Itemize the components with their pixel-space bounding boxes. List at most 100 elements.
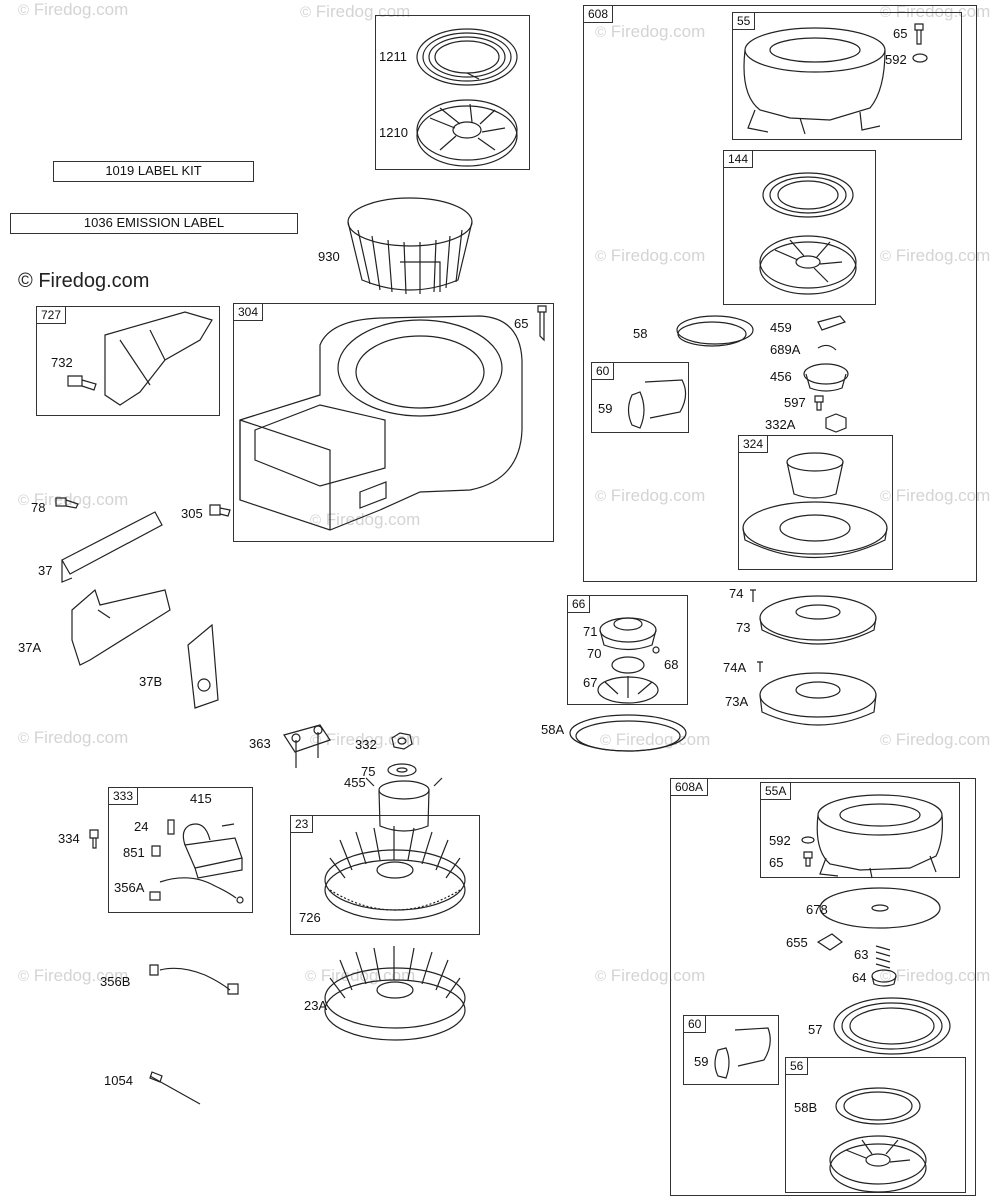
watermark: © Firedog.com: [600, 730, 711, 749]
part-label-415[interactable]: 415: [190, 791, 212, 806]
part-label-459[interactable]: 459: [770, 320, 792, 335]
part-label-592[interactable]: 592: [885, 52, 907, 67]
part-label-356A[interactable]: 356A: [114, 880, 145, 895]
disc-678-illustration: [820, 888, 940, 928]
rewind-spring-illustration: [417, 29, 517, 85]
group-box-55: 55: [732, 12, 962, 140]
part-label-58A[interactable]: 58A: [541, 722, 565, 737]
group-box-324: 324: [738, 435, 893, 570]
part-label-65-cover[interactable]: 65: [893, 26, 908, 41]
part-label-57[interactable]: 57: [808, 1022, 823, 1037]
baffle-37B-illustration: [188, 625, 218, 708]
part-label-456[interactable]: 456: [770, 369, 792, 384]
group-tag-304: 304: [233, 303, 264, 321]
washer-75-illustration: [388, 764, 416, 776]
blower-housing-illustration: [240, 316, 522, 530]
part-label-23A[interactable]: 23A: [304, 998, 328, 1013]
part-label-655[interactable]: 655: [786, 935, 808, 950]
part-label-592-lower[interactable]: 592: [769, 833, 791, 848]
group-box-55A: 55A: [760, 782, 960, 878]
watermark: © Firedog.com: [880, 246, 991, 265]
part-label-363[interactable]: 363: [249, 736, 271, 751]
part-label-74[interactable]: 74: [729, 586, 744, 601]
clutch-66-illustration: [598, 618, 659, 703]
part-label-332[interactable]: 332: [355, 737, 377, 752]
rope-58A-illustration: [570, 715, 686, 751]
part-label-332A[interactable]: 332A: [765, 417, 796, 432]
group-tag-56: 56: [785, 1057, 809, 1075]
part-label-455[interactable]: 455: [344, 775, 366, 790]
group-tag-55A: 55A: [760, 782, 792, 800]
cup-455-illustration: [366, 778, 442, 831]
part-label-37[interactable]: 37: [38, 563, 53, 578]
part-label-78[interactable]: 78: [31, 500, 46, 515]
screw-732-illustration: [68, 376, 96, 390]
cover-55-illustration: [744, 28, 885, 134]
part-label-689A[interactable]: 689A: [770, 342, 801, 357]
part-label-70[interactable]: 70: [587, 646, 602, 661]
nut-332-illustration: [392, 733, 412, 749]
screw-334-illustration: [90, 830, 98, 848]
air-guide-illustration: [105, 312, 212, 405]
part-459-illustration: [818, 316, 845, 330]
part-label-305[interactable]: 305: [181, 506, 203, 521]
part-label-58B[interactable]: 58B: [794, 1100, 818, 1115]
part-689A-illustration: [818, 345, 836, 350]
part-label-74A[interactable]: 74A: [723, 660, 747, 675]
handle-60-illustration: [629, 380, 686, 428]
watermark: © Firedog.com: [18, 0, 129, 19]
group-tag-23: 23: [290, 815, 314, 833]
screen-324-illustration: [743, 453, 887, 558]
part-label-930[interactable]: 930: [318, 249, 340, 264]
part-456-illustration: [804, 364, 848, 391]
part-label-37B[interactable]: 37B: [139, 674, 163, 689]
cable-tie-1054-illustration: [150, 1072, 200, 1104]
watermark: © Firedog.com: [310, 510, 421, 529]
watermark: © Firedog.com: [18, 966, 129, 985]
part-label-68[interactable]: 68: [664, 657, 679, 672]
part-label-59[interactable]: 59: [598, 401, 613, 416]
part-851-illustration: [152, 846, 160, 856]
washer-592-screw-65-illustration: [802, 837, 814, 866]
watermark: © Firedog.com: [595, 486, 706, 505]
part-label-678[interactable]: 678: [806, 902, 828, 917]
part-label-65-lower[interactable]: 65: [769, 855, 784, 870]
group-box-304: 304: [233, 303, 554, 542]
part-label-73[interactable]: 73: [736, 620, 751, 635]
part-label-356B[interactable]: 356B: [100, 974, 131, 989]
spring-63-illustration: [876, 946, 890, 968]
firedog-logo[interactable]: © Firedog.com: [18, 270, 150, 292]
part-label-334[interactable]: 334: [58, 831, 80, 846]
group-box-1211-1210: [375, 15, 530, 170]
watermark: © Firedog.com: [880, 730, 991, 749]
part-label-59-lower[interactable]: 59: [694, 1054, 709, 1069]
part-label-71[interactable]: 71: [583, 624, 598, 639]
part-label-1054[interactable]: 1054: [104, 1073, 133, 1088]
part-label-75[interactable]: 75: [361, 764, 376, 779]
part-label-65[interactable]: 65: [514, 316, 529, 331]
group-tag-60b: 60: [683, 1015, 707, 1033]
group-box-608A: 608A: [670, 778, 976, 1196]
part-label-851[interactable]: 851: [123, 845, 145, 860]
part-label-1211[interactable]: 1211: [379, 49, 407, 64]
part-label-73A[interactable]: 73A: [725, 694, 749, 709]
group-tag-333: 333: [108, 787, 139, 805]
part-label-597[interactable]: 597: [784, 395, 806, 410]
part-label-1210[interactable]: 1210: [379, 125, 408, 140]
cover-73-illustration: [750, 590, 876, 644]
pulley-illustration: [417, 100, 517, 166]
part-label-63[interactable]: 63: [854, 947, 869, 962]
part-label-24[interactable]: 24: [134, 819, 149, 834]
part-label-58[interactable]: 58: [633, 326, 648, 341]
part-label-67[interactable]: 67: [583, 675, 598, 690]
part-label-726[interactable]: 726: [299, 910, 321, 925]
part-label-64[interactable]: 64: [852, 970, 867, 985]
part-label-37A[interactable]: 37A: [18, 640, 42, 655]
part-label-732[interactable]: 732: [51, 355, 73, 370]
screw-305-illustration: [210, 505, 230, 516]
group-tag-60: 60: [591, 362, 615, 380]
group-tag-727: 727: [36, 306, 67, 324]
pulley-56-illustration: [830, 1088, 926, 1192]
